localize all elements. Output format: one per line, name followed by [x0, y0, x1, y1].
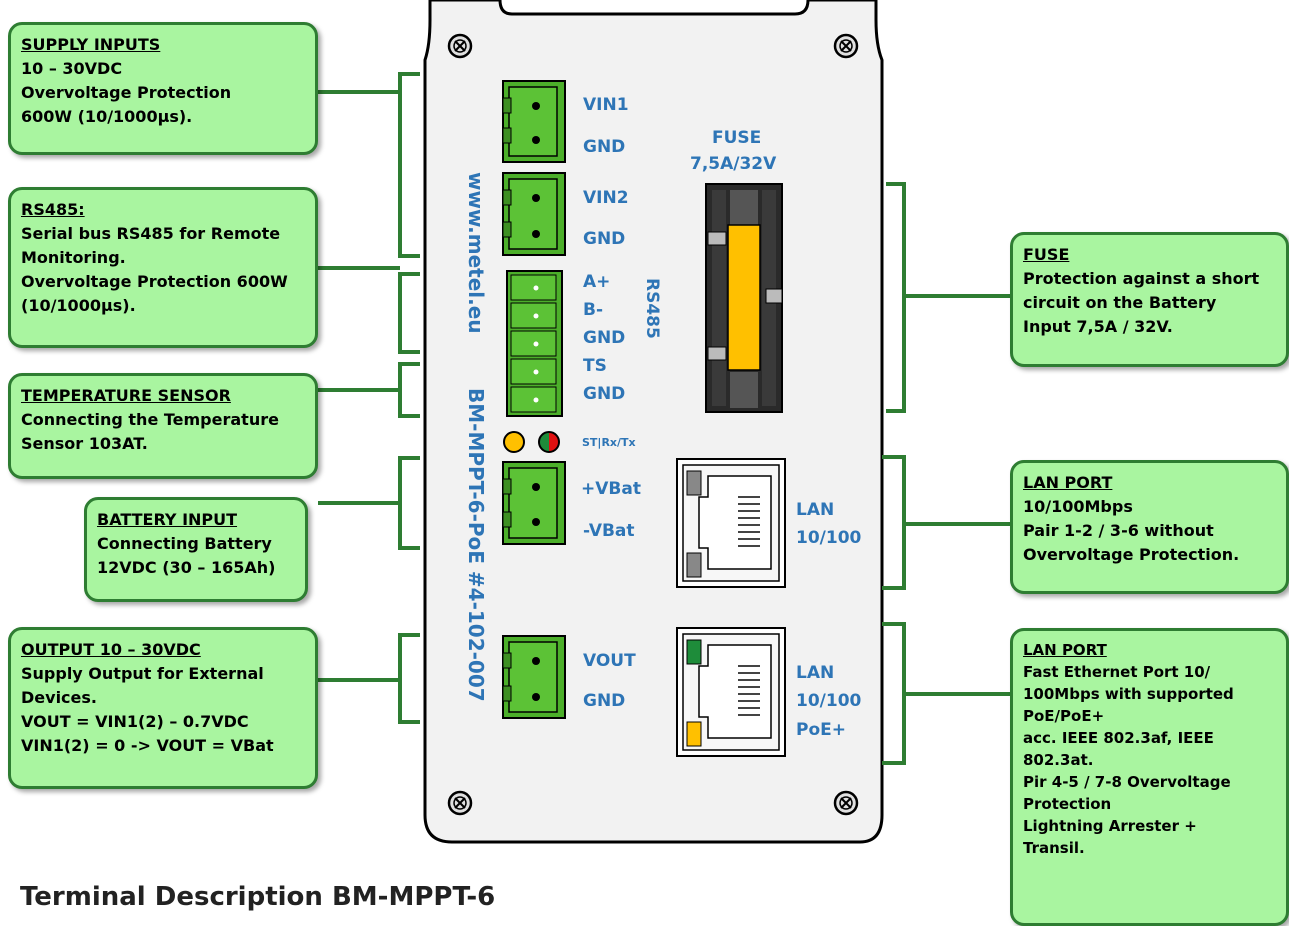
label-leds: ST|Rx/Tx [582, 436, 636, 449]
page-title: Terminal Description BM-MPPT-6 [20, 882, 496, 912]
callout-fuse-line-1: Protection against a short [1023, 269, 1260, 288]
callout-supply-inputs: SUPPLY INPUTS 10 – 30VDC Overvoltage Pro… [8, 22, 318, 155]
label-a-plus: A+ [583, 272, 611, 292]
callout-lan1-header: LAN PORT [1023, 473, 1113, 492]
callout-temp-line-1: Connecting the Temperature [21, 410, 279, 429]
callout-lan-port-1: LAN PORT 10/100Mbps Pair 1-2 / 3-6 witho… [1010, 460, 1289, 594]
callout-output-line-4: VIN1(2) = 0 -> VOUT = VBat [21, 736, 274, 755]
callout-battery-line-1: Connecting Battery [97, 534, 272, 553]
label-gnd-2: GND [583, 229, 626, 249]
label-gnd-1: GND [583, 137, 626, 157]
callout-supply-line-2: Overvoltage Protection [21, 83, 232, 102]
callout-lan2-line-7: Protection [1023, 795, 1112, 814]
label-lan1-line2: 10/100 [796, 528, 862, 548]
callout-temp-header: TEMPERATURE SENSOR [21, 386, 231, 405]
device-body [423, 0, 884, 844]
label-lan2-line3: PoE+ [796, 720, 846, 740]
model-label: BM-MPPT-6-PoE #4-102-007 [464, 388, 488, 702]
callout-output-header: OUTPUT 10 – 30VDC [21, 640, 201, 659]
label-vin1: VIN1 [583, 95, 629, 115]
callout-rs485: RS485: Serial bus RS485 for Remote Monit… [8, 187, 318, 348]
screw-bottom-left-icon [447, 790, 473, 816]
screw-top-left-icon [447, 33, 473, 59]
callout-lan-port-2: LAN PORT Fast Ethernet Port 10/ 100Mbps … [1010, 628, 1289, 926]
callout-lan2-header: LAN PORT [1023, 641, 1107, 659]
label-ts: TS [583, 356, 607, 376]
callout-lan2-line-9: Transil. [1023, 839, 1085, 858]
callout-lan2-line-5: 802.3at. [1023, 751, 1094, 770]
label-b-minus: B- [583, 300, 604, 320]
website-label: www.metel.eu [464, 172, 488, 334]
callout-battery-line-2: 12VDC (30 – 165Ah) [97, 558, 276, 577]
fuse-holder [705, 183, 783, 413]
callout-rs485-line-1: Serial bus RS485 for Remote [21, 224, 281, 243]
screw-top-right-icon [833, 33, 859, 59]
callout-fuse-line-2: circuit on the Battery [1023, 293, 1217, 312]
label-gnd-5: GND [583, 691, 626, 711]
callout-temp-line-2: Sensor 103AT. [21, 434, 148, 453]
callout-lan2-line-3: PoE/PoE+ [1023, 707, 1105, 726]
lan-port-2-poe [676, 627, 786, 757]
label-rs485-vertical: RS485 [642, 278, 662, 339]
callout-lan2-line-1: Fast Ethernet Port 10/ [1023, 663, 1211, 682]
callout-rs485-line-2: Monitoring. [21, 248, 126, 267]
callout-lan1-line-2: Pair 1-2 / 3-6 without [1023, 521, 1214, 540]
screw-bottom-right-icon [833, 790, 859, 816]
callout-lan2-line-2: 100Mbps with supported [1023, 685, 1234, 704]
label-gnd-3: GND [583, 328, 626, 348]
led-orange-icon [503, 431, 525, 453]
callout-rs485-line-3: Overvoltage Protection 600W [21, 272, 288, 291]
connector-rs485-ts [506, 270, 563, 417]
callout-temperature-sensor: TEMPERATURE SENSOR Connecting the Temper… [8, 373, 318, 479]
callout-battery-header: BATTERY INPUT [97, 510, 238, 529]
connector-battery [502, 461, 566, 545]
callout-supply-line-3: 600W (10/1000µs). [21, 107, 193, 126]
callout-fuse-header: FUSE [1023, 245, 1070, 264]
lan-port-1 [676, 458, 786, 588]
leader-lines [318, 72, 1010, 765]
callout-rs485-line-4: (10/1000µs). [21, 296, 136, 315]
label-fuse: FUSE [712, 128, 762, 148]
callout-rs485-header: RS485: [21, 200, 85, 219]
label-vout: VOUT [583, 651, 636, 671]
connector-vin2 [502, 172, 566, 256]
callout-supply-header: SUPPLY INPUTS [21, 35, 161, 54]
callout-output-line-3: VOUT = VIN1(2) – 0.7VDC [21, 712, 249, 731]
callout-output-line-2: Devices. [21, 688, 97, 707]
callout-output: OUTPUT 10 – 30VDC Supply Output for Exte… [8, 627, 318, 789]
label-lan2-line2: 10/100 [796, 691, 862, 711]
led-red-green-icon [538, 431, 560, 453]
callout-fuse-line-3: Input 7,5A / 32V. [1023, 317, 1173, 336]
label-lan2-line1: LAN [796, 663, 835, 683]
label-lan1-line1: LAN [796, 500, 835, 520]
label-vin2: VIN2 [583, 188, 629, 208]
callout-lan2-line-8: Lightning Arrester + [1023, 817, 1197, 836]
label-fuse-rating: 7,5A/32V [690, 154, 777, 174]
callout-lan1-line-1: 10/100Mbps [1023, 497, 1133, 516]
callout-supply-line-1: 10 – 30VDC [21, 59, 123, 78]
label-vbat-plus: +VBat [581, 479, 641, 499]
callout-lan1-line-3: Overvoltage Protection. [1023, 545, 1240, 564]
callout-output-line-1: Supply Output for External [21, 664, 264, 683]
callout-fuse: FUSE Protection against a short circuit … [1010, 232, 1289, 367]
connector-output [502, 635, 566, 719]
label-gnd-4: GND [583, 384, 626, 404]
callout-lan2-line-4: acc. IEEE 802.3af, IEEE [1023, 729, 1214, 748]
label-vbat-minus: -VBat [583, 521, 635, 541]
callout-lan2-line-6: Pir 4-5 / 7-8 Overvoltage [1023, 773, 1231, 792]
connector-vin1 [502, 80, 566, 163]
callout-battery-input: BATTERY INPUT Connecting Battery 12VDC (… [84, 497, 308, 602]
